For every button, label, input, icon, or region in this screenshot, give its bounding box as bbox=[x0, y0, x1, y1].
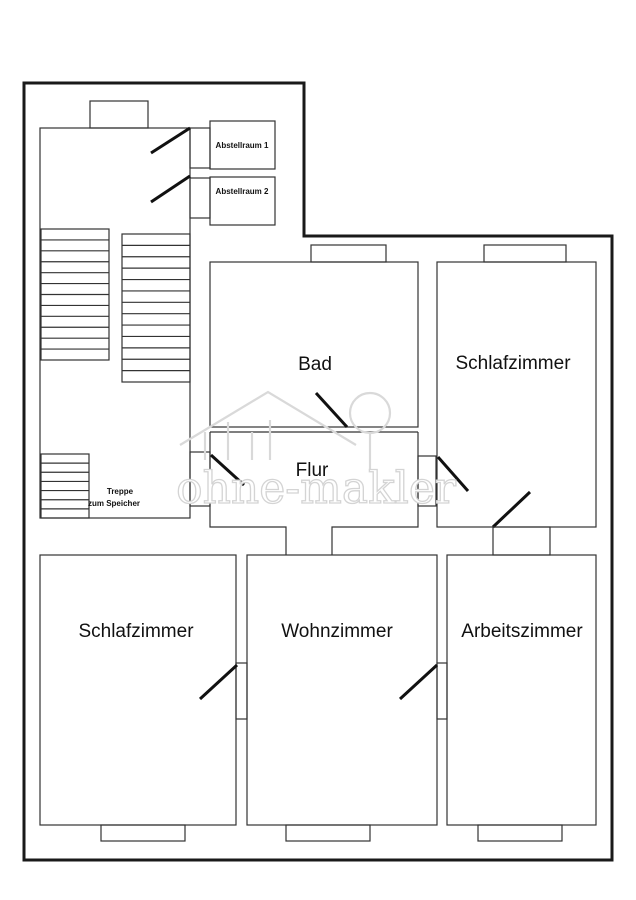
stairs-left bbox=[40, 228, 110, 361]
treppe-label-line1: Treppe bbox=[107, 487, 134, 496]
window-arbeitszimmer bbox=[477, 824, 563, 842]
window-schlafzimmer-bottom bbox=[100, 824, 186, 842]
watermark-logo: ohne-makler bbox=[175, 390, 458, 515]
schlafzimmer-doorframe bbox=[235, 662, 248, 720]
outer-wall bbox=[22, 81, 614, 862]
schlafzimmer-bottom-outline bbox=[39, 554, 237, 826]
abstellraum-1-doorframe bbox=[189, 127, 211, 169]
door-abstellraum-1 bbox=[150, 126, 191, 155]
abstellraum-2-outline bbox=[209, 176, 276, 226]
door-arbeitszimmer-top bbox=[491, 490, 532, 529]
schlafzimmer-top-label: Schlafzimmer bbox=[455, 353, 571, 374]
door-wohnzimmer bbox=[398, 663, 439, 701]
window-schlafzimmer-top bbox=[483, 244, 567, 263]
wohnzimmer-label: Wohnzimmer bbox=[281, 621, 393, 642]
wohnzimmer-doorframe bbox=[436, 662, 448, 720]
stairs-right-outline bbox=[121, 233, 191, 383]
arbeitszimmer-doorframe bbox=[492, 526, 551, 556]
schlafzimmer-bottom-label: Schlafzimmer bbox=[78, 621, 194, 642]
window-wohnzimmer bbox=[285, 824, 371, 842]
stairs-right bbox=[121, 233, 191, 383]
arbeitszimmer-outline bbox=[446, 554, 597, 826]
stairwell-outline bbox=[39, 127, 191, 519]
bad-label: Bad bbox=[298, 354, 332, 375]
watermark-text: ohne-makler bbox=[176, 463, 457, 514]
flur-doorframe-left bbox=[189, 451, 211, 507]
window-bad bbox=[310, 244, 387, 263]
stairs-attic-outline bbox=[40, 453, 90, 519]
treppe-label-line2: zum Speicher bbox=[88, 499, 140, 508]
flur-doorframe-right bbox=[417, 455, 437, 507]
door-flur-stairwell bbox=[209, 453, 246, 487]
arbeitszimmer-label: Arbeitszimmer bbox=[461, 621, 583, 642]
door-bad bbox=[314, 391, 349, 429]
door-schlafzimmer-top bbox=[436, 456, 470, 492]
abstellraum-1-label: Abstellraum 1 bbox=[216, 141, 269, 150]
abstellraum-2-doorframe bbox=[189, 177, 211, 219]
schlafzimmer-top-outline bbox=[436, 261, 597, 528]
flur-label: Flur bbox=[296, 460, 329, 481]
door-abstellraum-2 bbox=[150, 174, 191, 204]
window-stairwell bbox=[89, 100, 149, 129]
abstellraum-2-label: Abstellraum 2 bbox=[216, 187, 269, 196]
stairs-attic bbox=[40, 453, 90, 519]
door-schlafzimmer-bottom bbox=[198, 663, 239, 701]
